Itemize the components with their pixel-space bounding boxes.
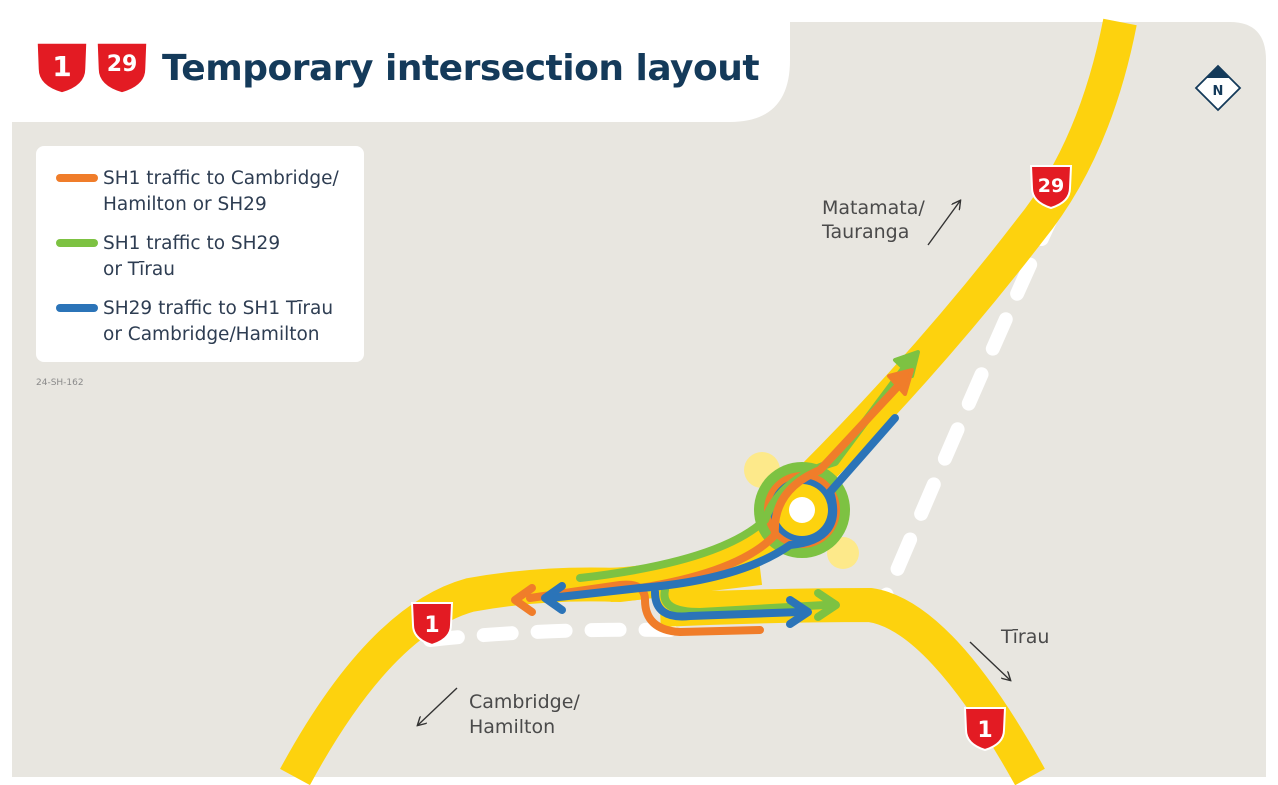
north-arrow-icon (1206, 67, 1230, 78)
legend-item-green: SH1 traffic to SH29 or Tīrau (56, 233, 280, 280)
road-shield-sh29: 29 (1029, 165, 1073, 210)
legend-item-orange-line2: Hamilton or SH29 (103, 194, 267, 215)
place-cambridge-line1: Cambridge/ (469, 691, 580, 713)
map-code: 24-SH-162 (36, 378, 84, 388)
road-shield-sh1-west-label: 1 (424, 613, 439, 638)
cambridge-direction-arrow-icon (418, 687, 458, 725)
road-shield-sh1-south-label: 1 (977, 718, 992, 743)
road-sh1-west (280, 551, 763, 785)
place-cambridge-line2: Hamilton (469, 716, 555, 738)
north-label: N (1213, 84, 1224, 99)
place-matamata-line1: Matamata/ (822, 197, 925, 219)
route-blue-west-arrowhead (541, 582, 566, 614)
route-blue-tirau-arrowhead (786, 596, 812, 628)
title-shield-sh29: 29 (96, 42, 148, 94)
legend-item-orange-line1: SH1 traffic to Cambridge/ (103, 168, 340, 189)
title-shield-sh1-label: 1 (52, 50, 71, 83)
title-shield-sh29-label: 29 (107, 52, 138, 77)
road-shield-sh1-south: 1 (963, 707, 1007, 752)
route-blue-main (546, 414, 899, 602)
legend-item-orange: SH1 traffic to Cambridge/ Hamilton or SH… (56, 168, 340, 215)
road-shield-sh1-west: 1 (410, 602, 454, 647)
north-indicator: N (1194, 64, 1242, 112)
route-orange-sh29-arrowhead (887, 368, 914, 396)
title-shield-sh1: 1 (36, 42, 88, 94)
route-orange-west-arrowhead (511, 584, 536, 616)
legend-item-green-line2: or Tīrau (103, 259, 175, 280)
matamata-direction-arrow-icon (927, 201, 960, 246)
route-blue-tirau (651, 588, 804, 621)
tirau-direction-arrow-icon (969, 641, 1010, 680)
road-shield-sh29-label: 29 (1038, 175, 1064, 197)
route-lines (511, 350, 920, 636)
direction-arrows (418, 201, 1010, 725)
place-matamata-line2: Tauranga (821, 221, 909, 243)
legend-item-blue-line2: or Cambridge/Hamilton (103, 324, 320, 345)
legend: SH1 traffic to Cambridge/ Hamilton or SH… (36, 146, 364, 362)
page-title: Temporary intersection layout (162, 48, 759, 89)
place-tirau: Tīrau (1000, 626, 1049, 648)
legend-item-green-line1: SH1 traffic to SH29 (103, 233, 280, 254)
legend-item-blue-line1: SH29 traffic to SH1 Tīrau (103, 298, 333, 319)
old-road-markings (423, 203, 1062, 647)
legend-item-blue: SH29 traffic to SH1 Tīrau or Cambridge/H… (56, 298, 333, 345)
route-orange-uturn (526, 580, 764, 636)
route-green-tirau-arrowhead (814, 589, 840, 621)
route-orange-sh29 (636, 380, 904, 592)
